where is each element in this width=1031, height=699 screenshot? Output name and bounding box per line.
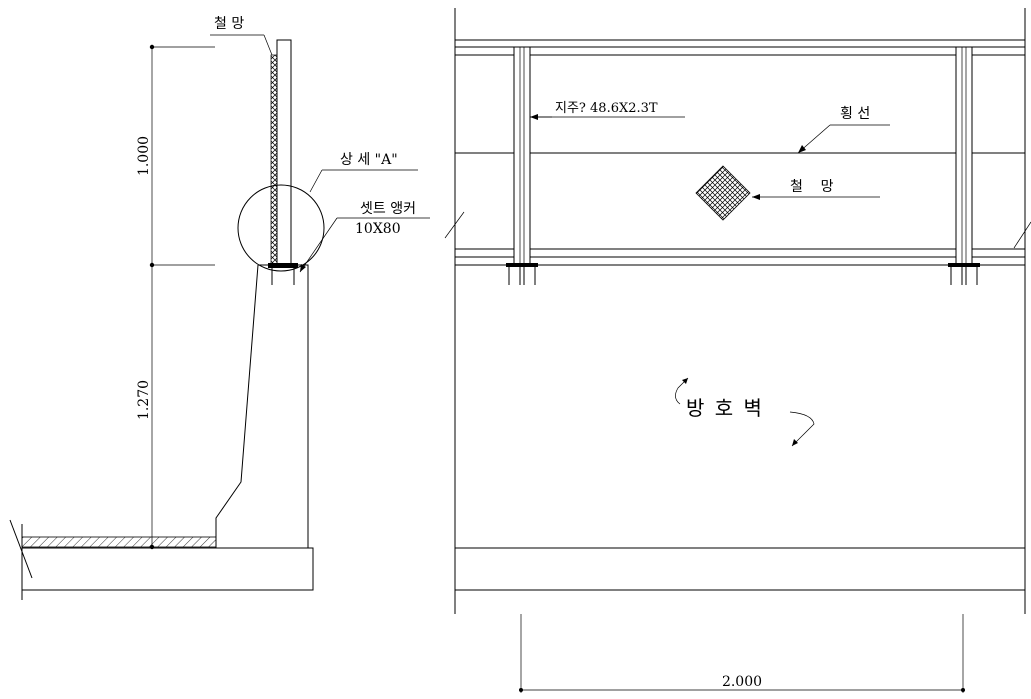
vertical-dimension: 1.000 1.270 xyxy=(136,44,215,550)
mesh-label-section: 철 망 xyxy=(214,16,244,32)
rail-leader xyxy=(797,124,890,154)
top-rail xyxy=(455,39,1025,56)
base-plate xyxy=(268,263,298,285)
barrier-wall-section xyxy=(215,264,309,549)
dim-lower-label: 1.270 xyxy=(136,380,152,420)
bottom-rail xyxy=(455,248,1025,266)
detail-a-circle xyxy=(237,184,325,272)
mesh-leader xyxy=(752,194,880,200)
anchor-size-label: 10X80 xyxy=(355,221,401,237)
detail-a-label: 상 세 "A" xyxy=(340,152,398,168)
detail-a-leader xyxy=(309,169,418,193)
section-view: 1.000 1.270 철 망 상 세 "A" xyxy=(9,16,430,600)
mesh-sample xyxy=(695,165,751,221)
span-dim-label: 2.000 xyxy=(722,674,762,690)
wall-label: 방 호 벽 xyxy=(686,396,764,420)
mesh-label-elevation: 철 망 xyxy=(790,179,834,195)
footing-slab xyxy=(9,519,314,600)
post-right xyxy=(948,46,980,285)
ground-hatch xyxy=(21,536,217,548)
anchor-label: 셋트 앵커 xyxy=(360,201,416,217)
span-dimension: 2.000 xyxy=(519,614,965,693)
elevation-view: 지주? 48.6X2.3T 횡 선 철 망 방 호 벽 xyxy=(444,8,1031,693)
wall-label-group: 방 호 벽 xyxy=(675,377,815,447)
fence-post-section xyxy=(210,34,292,266)
post-leader xyxy=(530,114,685,120)
rail-label: 횡 선 xyxy=(840,106,870,122)
dim-upper-label: 1.000 xyxy=(136,136,152,176)
post-left xyxy=(506,46,538,285)
post-label: 지주? 48.6X2.3T xyxy=(555,101,658,116)
anchor-leader xyxy=(299,217,430,273)
